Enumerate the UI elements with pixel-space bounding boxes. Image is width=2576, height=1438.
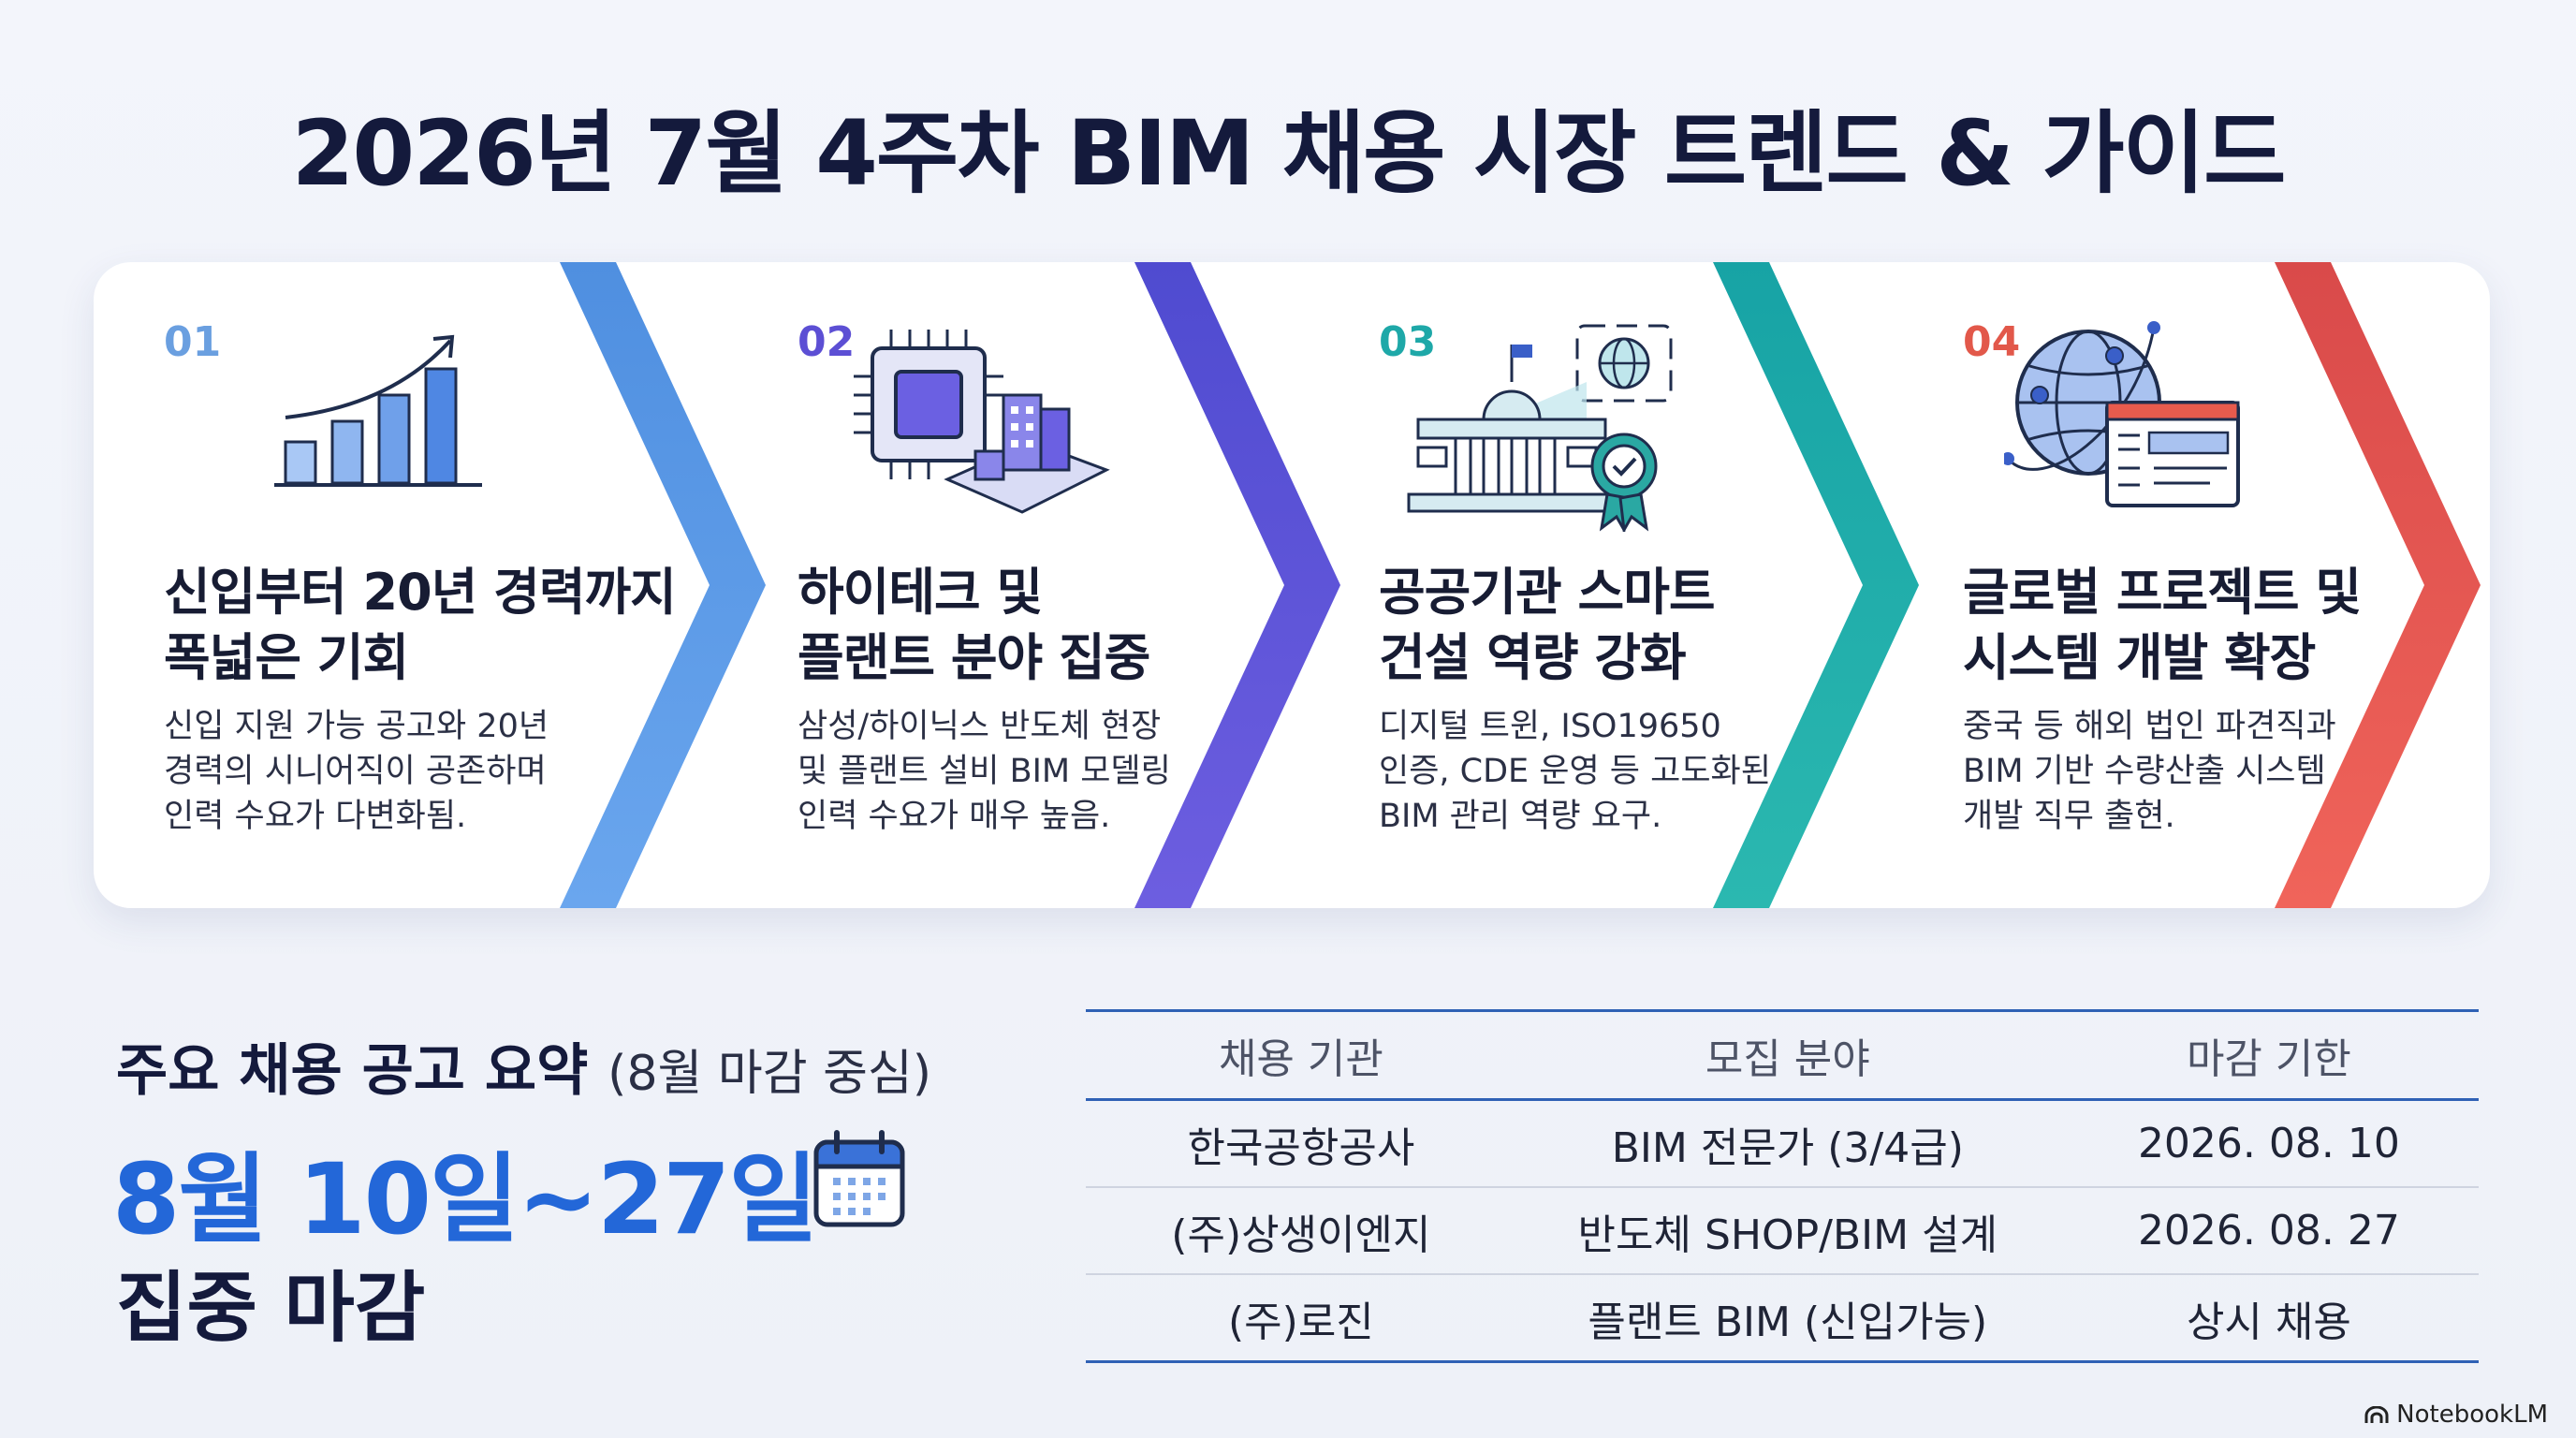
summary-heading: 주요 채용 공고 요약 (8월 마감 중심) [116,1038,932,1104]
step-number: 01 [164,318,222,366]
trend-step-1: 01 신입부터 20년 경력까지 폭넓은 기회 신입 지원 가능 공고와 20년… [164,262,688,908]
deadline-cell: 2026. 08. 27 [2058,1187,2479,1275]
agency-cell: 한국공항공사 [1086,1099,1516,1188]
step-description: 중국 등 해외 법인 파견직과 BIM 기반 수량산출 시스템 개발 직무 출현… [1963,708,2336,835]
step-description: 삼성/하이닉스 반도체 현장 및 플랜트 설비 BIM 모델링 인력 수요가 매… [798,708,1171,835]
column-header-agency: 채용 기관 [1086,1009,1516,1101]
field-cell: 플랜트 BIM (신입가능) [1515,1274,2059,1363]
step-heading: 글로벌 프로젝트 및 시스템 개발 확장 [1963,563,2362,687]
deadline-label: 집중 마감 [116,1264,426,1353]
notebooklm-logo-icon [2364,1405,2389,1423]
deadline-date-range: 8월 10일~27일 [112,1142,818,1256]
agency-cell: (주)로진 [1086,1274,1516,1363]
field-cell: BIM 전문가 (3/4급) [1515,1099,2059,1188]
step-heading: 공공기관 스마트 건설 역량 강화 [1379,563,1716,687]
trend-step-4: 04 글로벌 프로젝트 및 시스템 개발 확장 중국 등 해외 법인 파견직과 [1963,262,2450,908]
step-description: 디지털 트윈, ISO19650 인증, CDE 운영 등 고도화된 BIM 관… [1379,708,1771,835]
column-header-deadline: 마감 기한 [2058,1009,2479,1101]
deadline-cell: 2026. 08. 10 [2058,1099,2479,1188]
step-number: 04 [1963,318,2021,366]
summary-subheading: (8월 마감 중심) [607,1046,932,1102]
growth-chart-icon [267,320,491,511]
public-institution-certificate-icon [1399,316,1680,536]
step-number: 02 [798,318,856,366]
semiconductor-chip-building-icon [844,320,1116,530]
table-header-row: 채용 기관 모집 분야 마감 기한 [1086,1009,2479,1101]
table-row: (주)상생이엔지 반도체 SHOP/BIM 설계 2026. 08. 27 [1086,1187,2479,1275]
global-network-window-icon [2001,318,2247,528]
calendar-icon [811,1129,908,1234]
step-description: 신입 지원 가능 공고와 20년 경력의 시니어직이 공존하며 인력 수요가 다… [164,708,549,835]
trend-step-2: 02 하이테크 및 플랜트 분야 집중 삼성/하이닉스 반도체 현장 및 플랜트… [798,262,1322,908]
table-row: 한국공항공사 BIM 전문가 (3/4급) 2026. 08. 10 [1086,1099,2479,1188]
step-heading: 신입부터 20년 경력까지 폭넓은 기회 [164,563,677,687]
field-cell: 반도체 SHOP/BIM 설계 [1515,1187,2059,1275]
page-title: 2026년 7월 4주차 BIM 채용 시장 트렌드 & 가이드 [291,101,2287,206]
table-row: (주)로진 플랜트 BIM (신입가능) 상시 채용 [1086,1274,2479,1363]
deadline-cell: 상시 채용 [2058,1274,2479,1363]
step-number: 03 [1379,318,1437,366]
trend-step-3: 03 공공기관 스마트 건설 역량 강화 디지털 트 [1379,262,1903,908]
notebooklm-logo: NotebookLM [2364,1401,2548,1429]
agency-cell: (주)상생이엔지 [1086,1187,1516,1275]
job-postings-table: 채용 기관 모집 분야 마감 기한 한국공항공사 BIM 전문가 (3/4급) … [1086,1009,2479,1363]
step-heading: 하이테크 및 플랜트 분야 집중 [798,563,1150,687]
column-header-field: 모집 분야 [1515,1009,2059,1101]
